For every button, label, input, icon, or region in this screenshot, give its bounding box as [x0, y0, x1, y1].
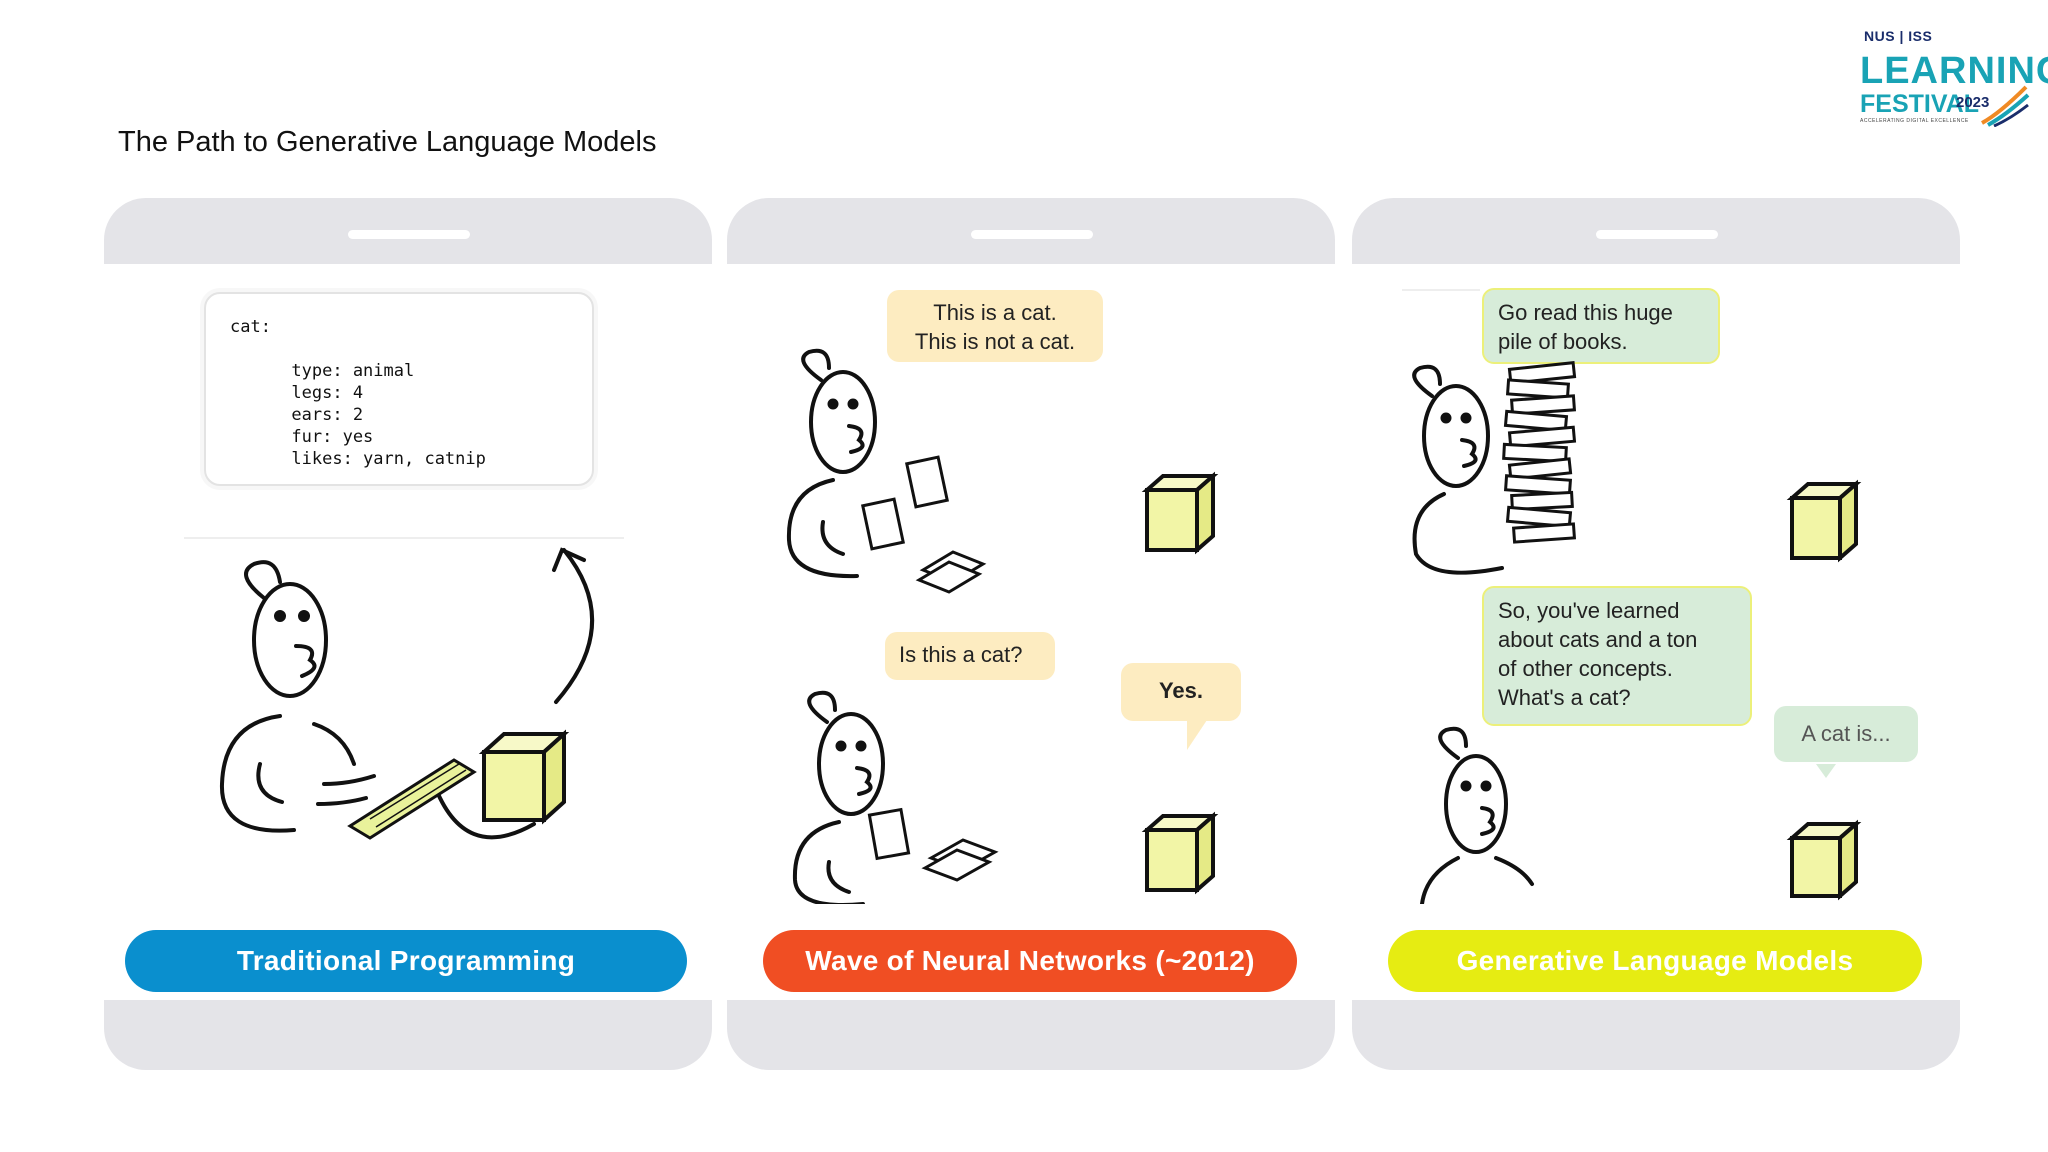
page-title: The Path to Generative Language Models	[118, 126, 657, 158]
phone-frame-top	[1352, 198, 1960, 264]
programmer-illustration	[184, 537, 624, 840]
phone-frame-top	[727, 198, 1335, 264]
speech-bubble-training: This is a cat.This is not a cat.	[887, 290, 1103, 362]
speech-bubble-answer: A cat is...	[1774, 706, 1918, 762]
phone-frame-bottom	[727, 1000, 1335, 1070]
neural-network-illustration	[786, 348, 1219, 904]
phone-frame-bottom	[104, 1000, 712, 1070]
speech-bubble-answer: Yes.	[1121, 663, 1241, 721]
panel-neural-networks: This is a cat.This is not a cat. Is this…	[727, 198, 1335, 1070]
label-traditional-programming: Traditional Programming	[125, 930, 687, 992]
generative-model-illustration	[1402, 289, 1862, 904]
phone-frame-bottom	[1352, 1000, 1960, 1070]
phone-frame-top	[104, 198, 712, 264]
learning-festival-logo: NUS | ISS LEARNING FESTIVAL 2023 ACCELER…	[1860, 28, 2048, 128]
panel-traditional-programming: cat:​ type: animal legs: 4 ears: 2 fur: …	[104, 198, 712, 1070]
speech-bubble-question: Is this a cat?	[885, 632, 1055, 680]
code-snippet: cat:​ type: animal legs: 4 ears: 2 fur: …	[204, 292, 594, 486]
label-neural-networks: Wave of Neural Networks (~2012)	[763, 930, 1297, 992]
label-generative-language-models: Generative Language Models	[1388, 930, 1922, 992]
swoosh-icon	[1981, 85, 2030, 127]
